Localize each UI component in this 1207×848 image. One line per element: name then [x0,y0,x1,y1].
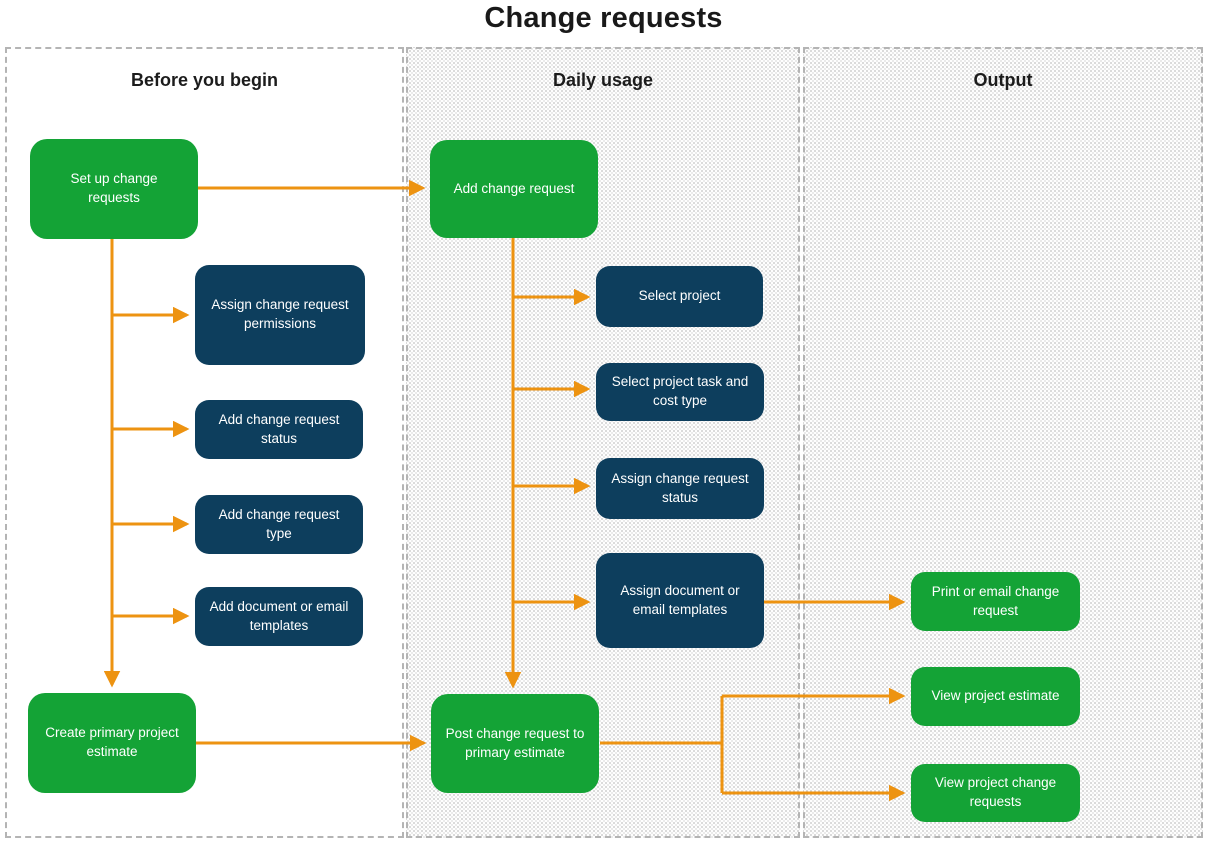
node-assign-document-or-email-templates: Assign document or email templates [596,553,764,648]
node-add-change-request-type: Add change request type [195,495,363,554]
node-add-change-request: Add change request [430,140,598,238]
node-create-primary-project-estimate: Create primary project estimate [28,693,196,793]
node-assign-change-request-status: Assign change request status [596,458,764,519]
diagram-title: Change requests [484,2,723,34]
panel-before-header: Before you begin [130,70,278,90]
panel-output: Output [803,47,1203,838]
node-print-or-email-change-request: Print or email change request [911,572,1080,631]
panel-daily-header: Daily usage [552,70,654,90]
node-set-up-change-requests: Set up change requests [30,139,198,239]
node-view-project-estimate: View project estimate [911,667,1080,726]
node-assign-change-request-permissions: Assign change request permissions [195,265,365,365]
node-add-change-request-status: Add change request status [195,400,363,459]
node-select-project-task-and-cost-type: Select project task and cost type [596,363,764,421]
panel-output-header: Output [973,70,1033,90]
node-select-project: Select project [596,266,763,327]
node-add-document-or-email-templates: Add document or email templates [195,587,363,646]
node-view-project-change-requests: View project change requests [911,764,1080,822]
node-post-change-request-to-primary-estimate: Post change request to primary estimate [431,694,599,793]
